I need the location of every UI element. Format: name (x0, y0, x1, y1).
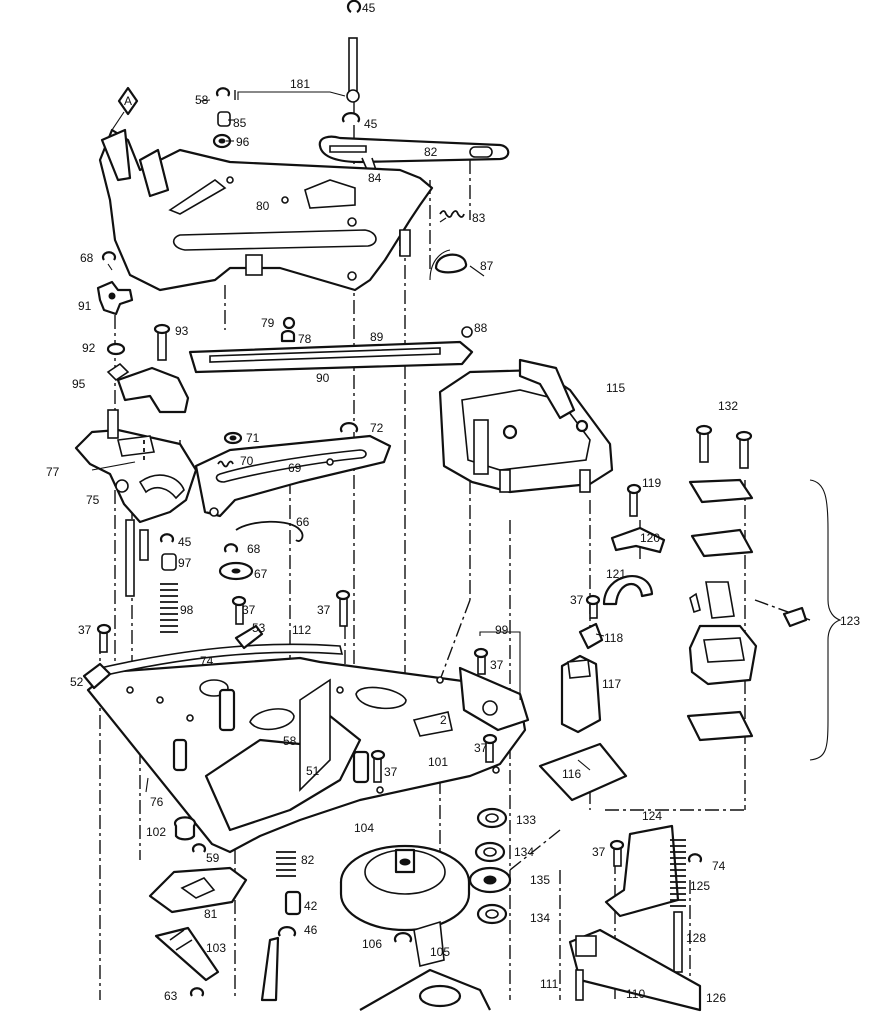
callout-label: 88 (474, 321, 488, 335)
callout-label: 67 (254, 567, 268, 581)
callout-label: 77 (46, 465, 60, 479)
callout-label: 126 (706, 991, 726, 1005)
callout-label: 133 (516, 813, 536, 827)
callout-label: 96 (236, 135, 250, 149)
callout-label: 125 (690, 879, 710, 893)
callout-label: 63 (164, 989, 178, 1003)
callout-label: 105 (430, 945, 450, 959)
callout-label: 66 (296, 515, 310, 529)
callout-label: 75 (86, 493, 100, 507)
callout-label: 58 (195, 93, 209, 107)
callout-label: 95 (72, 377, 86, 391)
callout-label: 37 (384, 765, 398, 779)
callout-label: 74 (712, 859, 726, 873)
callout-label: 59 (206, 851, 220, 865)
callout-label: 58 (283, 734, 297, 748)
slider-assembly (74, 316, 614, 633)
callout-label: 134 (530, 911, 550, 925)
callout-label: 37 (317, 603, 331, 617)
callout-label: 53 (252, 621, 266, 635)
callout-label: 134 (514, 845, 534, 859)
callout-label: 37 (592, 845, 606, 859)
callout-label: 120 (640, 531, 660, 545)
leader-lines (91, 99, 605, 793)
bottom-gear-assembly (148, 807, 703, 1012)
callout-label: 51 (306, 764, 320, 778)
callout-label: 135 (530, 873, 550, 887)
callout-label: 79 (261, 316, 275, 330)
callout-label: 112 (292, 623, 311, 637)
callout-label: 92 (82, 341, 96, 355)
callout-label: 90 (316, 371, 330, 385)
callout-label: 37 (490, 658, 504, 672)
callout-label: 37 (78, 623, 92, 637)
callout-label: 132 (718, 399, 738, 413)
callout-label: 117 (602, 677, 621, 691)
callout-label: 72 (370, 421, 384, 435)
callout-label: 76 (150, 795, 164, 809)
callout-label: 81 (204, 907, 218, 921)
callout-label: 45 (364, 117, 378, 131)
label-marker-a: A (124, 94, 132, 108)
callout-label: 128 (686, 931, 706, 945)
part-callout-labels: A 45 181 58 85 96 45 82 84 80 83 87 68 9… (46, 1, 860, 1005)
callout-label: 87 (480, 259, 494, 273)
callout-label: 85 (233, 116, 247, 130)
callout-label: 78 (298, 332, 312, 346)
callout-label: 37 (474, 741, 488, 755)
small-parts-right (538, 483, 666, 802)
callout-label: 97 (178, 556, 192, 570)
callout-label: 106 (362, 937, 382, 951)
callout-label: 42 (304, 899, 318, 913)
callout-label: 37 (570, 593, 584, 607)
callout-label: 68 (80, 251, 94, 265)
callout-label: 98 (180, 603, 194, 617)
callout-label: 37 (242, 603, 256, 617)
callout-label: 69 (288, 461, 302, 475)
callout-label: 84 (368, 171, 382, 185)
callout-label: 82 (301, 853, 315, 867)
callout-label: 110 (626, 987, 645, 1001)
callout-label: 124 (642, 809, 662, 823)
callout-label: 80 (256, 199, 270, 213)
callout-label: 116 (562, 767, 581, 781)
callout-label: 89 (370, 330, 384, 344)
callout-label: 46 (304, 923, 318, 937)
callout-label: 102 (146, 825, 166, 839)
callout-label: 70 (240, 454, 254, 468)
callout-label: 181 (290, 77, 310, 91)
callout-label: 101 (428, 755, 448, 769)
callout-label: 111 (540, 977, 559, 991)
right-bracket-group (686, 424, 842, 761)
callout-label: 71 (246, 431, 260, 445)
callout-label: 82 (424, 145, 438, 159)
callout-label: 74 (200, 654, 214, 668)
callout-label: 115 (606, 381, 625, 395)
callout-label: 83 (472, 211, 486, 225)
callout-label: 119 (642, 476, 661, 490)
callout-label: 45 (178, 535, 192, 549)
top-plate-assembly (96, 0, 510, 356)
callout-label: 104 (354, 821, 374, 835)
callout-label: 68 (247, 542, 261, 556)
callout-label: 99 (495, 623, 509, 637)
callout-label: 52 (70, 675, 84, 689)
base-plate-assembly (82, 589, 530, 854)
callout-label: 123 (840, 614, 860, 628)
callout-label: 45 (362, 1, 376, 15)
callout-label: 2 (440, 713, 447, 727)
callout-label: 93 (175, 324, 189, 338)
callout-label: 118 (604, 631, 623, 645)
callout-label: 121 (606, 567, 626, 581)
callout-label: 91 (78, 299, 92, 313)
callout-label: 103 (206, 941, 226, 955)
